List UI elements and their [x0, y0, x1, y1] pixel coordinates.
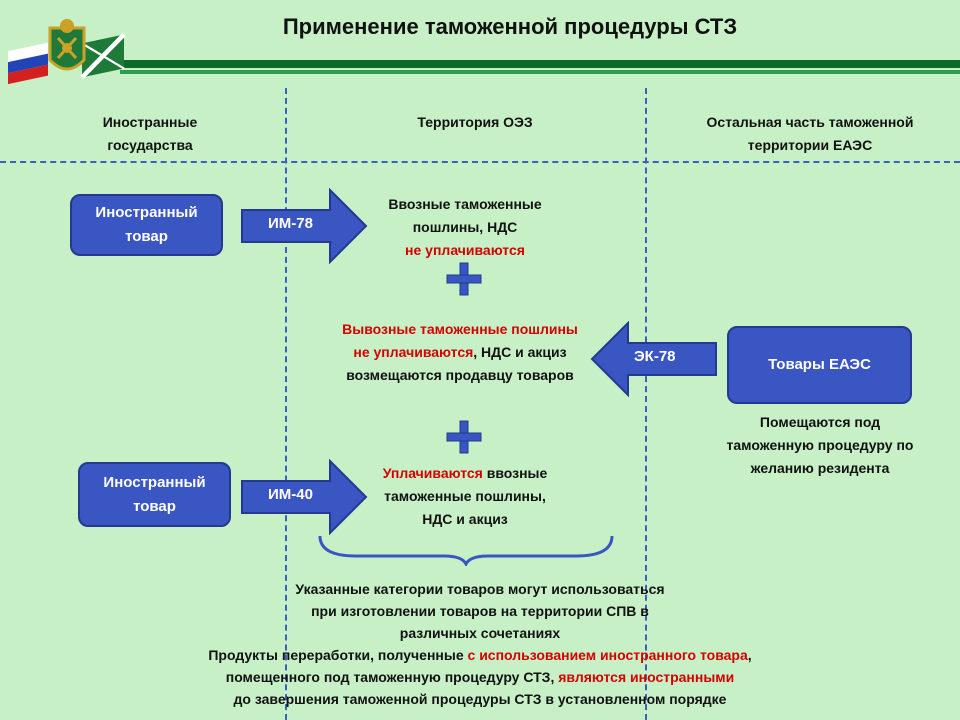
page-title: Применение таможенной процедуры СТЗ	[282, 14, 738, 39]
russian-flag-icon	[8, 42, 48, 85]
footer-text: Указанные категории товаров могут исполь…	[208, 581, 752, 707]
arrow-label-im78: ИМ-78	[268, 215, 313, 232]
foreign-goods-box-2: Иностранный товар	[78, 462, 231, 527]
header-logo	[8, 19, 126, 85]
column-header-rest: Остальная часть таможенной территории ЕА…	[706, 114, 914, 153]
plus-icon	[446, 262, 482, 296]
arrow-label-ek78: ЭК-78	[634, 348, 676, 365]
arrow-ek78	[590, 321, 717, 397]
arrow-label-im40: ИМ-40	[268, 486, 313, 503]
arrow-im78	[241, 188, 368, 264]
row1-text: Ввозные таможенные пошлины, НДС не уплач…	[388, 196, 542, 258]
eaeu-goods-box: Товары ЕАЭС	[727, 326, 912, 404]
foreign-goods-box-1: Иностранный товар	[70, 194, 223, 256]
column-header-foreign: Иностранные государства	[102, 114, 198, 153]
customs-emblem-icon	[48, 19, 86, 71]
row3-text: Уплачиваются ввозные таможенные пошлины,…	[382, 465, 548, 527]
row2-text: Вывозные таможенные пошлины не уплачиваю…	[342, 321, 578, 383]
column-divider-right	[645, 88, 647, 720]
header-stripe	[120, 60, 960, 68]
column-divider-left	[285, 88, 287, 720]
customs-flag-icon	[80, 32, 126, 80]
eaeu-note: Помещаются под таможенную процедуру по ж…	[726, 414, 914, 476]
curly-brace	[318, 535, 614, 566]
column-header-sez: Территория ОЭЗ	[417, 114, 533, 130]
plus-icon	[446, 420, 482, 454]
arrow-im40	[241, 459, 368, 535]
header-divider	[0, 161, 960, 163]
header-stripe-light	[120, 70, 960, 74]
